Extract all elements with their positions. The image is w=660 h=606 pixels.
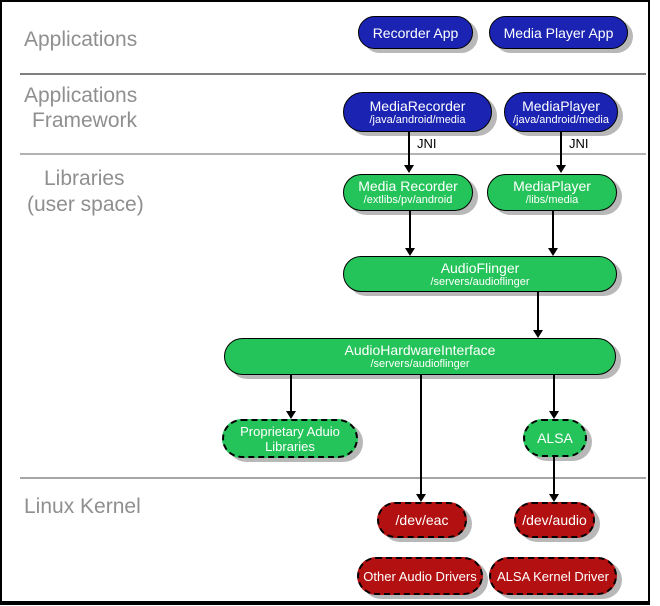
connector-ahi-to-dev-eac-arrowhead [416,494,426,502]
jni-label-recorder: JNI [417,136,437,151]
node-recorder-app-label: Recorder App [372,24,459,41]
connector-audioflinger-to-ahi-arrowhead [533,330,543,338]
connector-ahi-to-alsa-arrowhead [549,411,559,419]
node-audioflinger: AudioFlinger /servers/audioflinger [343,256,617,292]
node-mediarecorder-framework-path: /java/android/media [369,113,466,126]
node-alsa-kernel-driver: ALSA Kernel Driver [489,557,617,595]
connector-jni-player-arrowhead [556,165,566,173]
node-audiohardwareinterface-label: AudioHardwareInterface [344,342,496,358]
node-alsa-label: ALSA [537,430,573,446]
node-proprietary-audio-libraries-label: Proprietary Aduio Libraries [240,423,340,454]
node-media-recorder-lib: Media Recorder /extlibs/pv/android [343,174,473,211]
connector-jni-recorder-line [408,132,410,165]
node-recorder-app: Recorder App [358,16,473,49]
node-mediaplayer-framework-label: MediaPlayer [522,97,600,114]
node-dev-audio: /dev/audio [514,502,595,538]
node-mediaplayer-framework-path: /java/android/media [512,113,609,126]
connector-alsa-to-dev-audio-line [553,457,555,494]
divider-libraries-kernel [20,477,646,479]
section-label-libraries-line2: (user space) [27,193,144,216]
section-label-applications: Applications [24,28,138,51]
connector-ahi-to-dev-eac-line [420,375,422,494]
divider-applications-framework [20,73,646,75]
node-media-recorder-lib-path: /extlibs/pv/android [363,194,453,206]
node-audiohardwareinterface: AudioHardwareInterface /servers/audiofli… [224,338,616,375]
connector-jni-recorder-arrowhead [404,165,414,173]
node-proprietary-audio-libraries: Proprietary Aduio Libraries [222,419,358,458]
node-media-player-app-label: Media Player App [503,24,614,41]
connector-player-to-audioflinger-arrowhead [548,248,558,256]
section-label-kernel: Linux Kernel [24,495,141,518]
connector-jni-player-line [560,132,562,165]
node-dev-eac-label: /dev/eac [395,512,449,528]
divider-framework-libraries [20,153,646,155]
node-dev-eac: /dev/eac [377,502,467,538]
node-mediaplayer-lib-label: MediaPlayer [513,178,591,194]
node-audiohardwareinterface-path: /servers/audioflinger [370,358,470,370]
connector-player-to-audioflinger-line [552,211,554,248]
section-label-framework-line2: Framework [32,109,138,132]
node-mediaplayer-lib: MediaPlayer /libs/media [487,174,617,211]
connector-recorder-to-audioflinger-line [409,211,411,248]
node-other-audio-drivers-label: Other Audio Drivers [363,568,477,584]
node-alsa: ALSA [523,419,587,457]
node-mediarecorder-framework: MediaRecorder /java/android/media [343,92,492,132]
section-label-framework-line1: Applications [24,84,138,107]
node-dev-audio-label: /dev/audio [522,512,587,528]
node-mediaplayer-framework: MediaPlayer /java/android/media [504,92,618,132]
node-other-audio-drivers: Other Audio Drivers [357,557,483,595]
section-label-libraries-line1: Libraries [44,167,125,190]
node-mediarecorder-framework-label: MediaRecorder [369,97,466,114]
jni-label-player: JNI [569,136,589,151]
node-mediaplayer-lib-path: /libs/media [525,194,579,206]
node-audioflinger-label: AudioFlinger [440,259,520,276]
node-audioflinger-path: /servers/audioflinger [430,275,530,288]
connector-audioflinger-to-ahi-line [537,292,539,330]
node-media-recorder-lib-label: Media Recorder [358,178,458,194]
connector-ahi-to-proprietary-line [290,375,292,411]
connector-alsa-to-dev-audio-arrowhead [549,494,559,502]
node-media-player-app: Media Player App [489,16,628,49]
connector-ahi-to-proprietary-arrowhead [286,411,296,419]
node-alsa-kernel-driver-label: ALSA Kernel Driver [497,568,609,584]
connector-recorder-to-audioflinger-arrowhead [405,248,415,256]
connector-ahi-to-alsa-line [553,375,555,411]
